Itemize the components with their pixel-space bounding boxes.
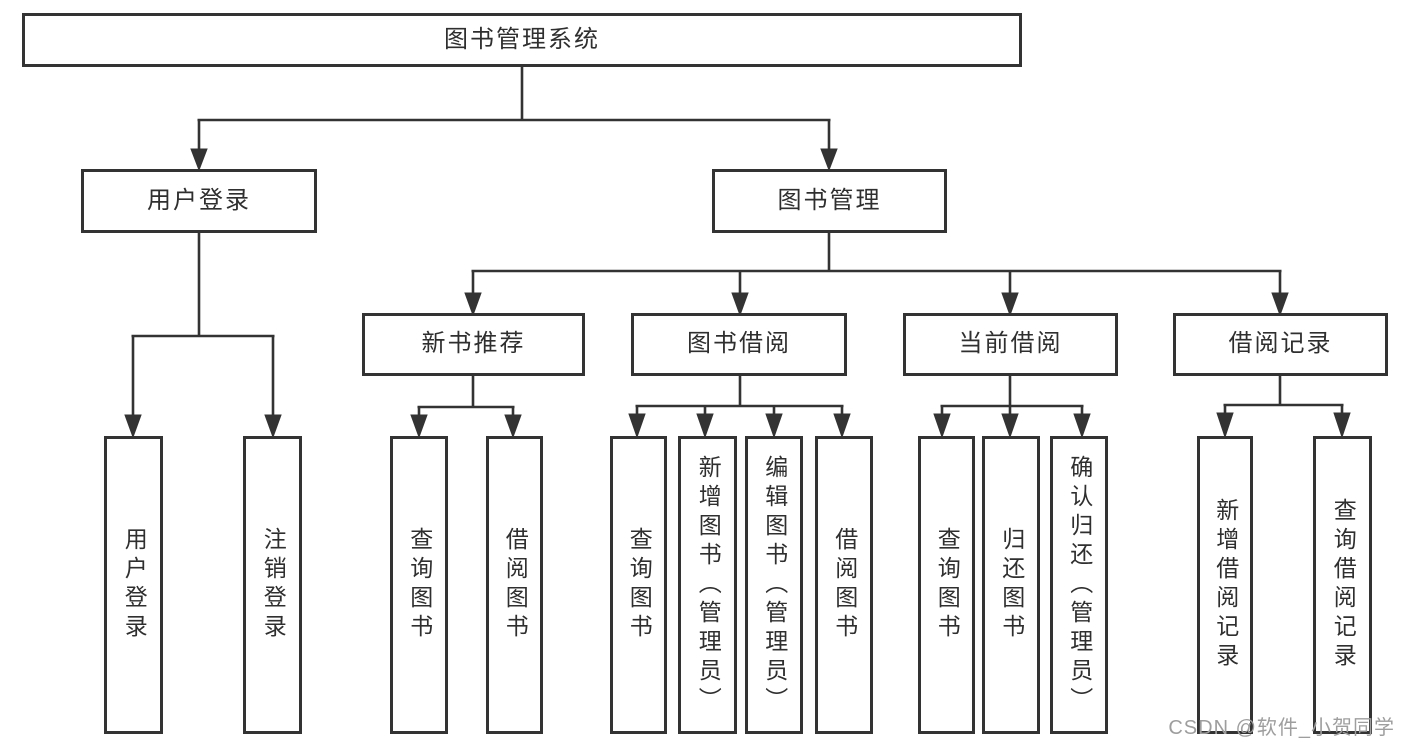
watermark-text: CSDN @软件_小贺同学 (1168, 717, 1395, 739)
leaf-borrow-edit-books-admin: 编辑图书（管理员） (745, 436, 803, 734)
leaf-recommend-borrow-books: 借阅图书 (486, 436, 543, 734)
leaf-records-add-record: 新增借阅记录 (1197, 436, 1253, 734)
node-book-management: 图书管理 (712, 169, 947, 233)
leaf-borrow-add-books-admin: 新增图书（管理员） (678, 436, 737, 734)
leaf-user-login: 用户登录 (104, 436, 163, 734)
node-new-book-recommend: 新书推荐 (362, 313, 585, 376)
leaf-records-query-record: 查询借阅记录 (1313, 436, 1372, 734)
node-borrow-records: 借阅记录 (1173, 313, 1388, 376)
node-current-borrow: 当前借阅 (903, 313, 1118, 376)
leaf-current-confirm-return-admin: 确认归还（管理员） (1050, 436, 1108, 734)
leaf-current-return-books: 归还图书 (982, 436, 1040, 734)
leaf-logout: 注销登录 (243, 436, 302, 734)
leaf-borrow-query-books: 查询图书 (610, 436, 667, 734)
leaf-recommend-query-books: 查询图书 (390, 436, 448, 734)
node-root: 图书管理系统 (22, 13, 1022, 67)
leaf-current-query-books: 查询图书 (918, 436, 975, 734)
node-user-login: 用户登录 (81, 169, 317, 233)
leaf-borrow-borrow-books: 借阅图书 (815, 436, 873, 734)
node-book-borrow: 图书借阅 (631, 313, 847, 376)
